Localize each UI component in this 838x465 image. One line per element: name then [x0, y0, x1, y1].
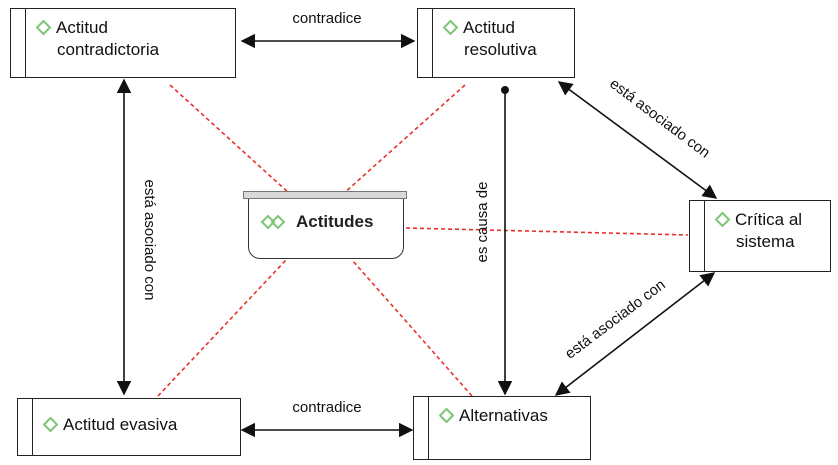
group-link-resolutiva: [342, 84, 466, 195]
node-label: Actitud evasiva: [40, 414, 234, 436]
node-label: Actitud resolutiva: [440, 17, 568, 61]
node-actitud-resolutiva[interactable]: Actitud resolutiva: [417, 8, 575, 78]
node-label-line2: resolutiva: [464, 40, 537, 59]
node-bar: [25, 9, 26, 77]
group-label: Actitudes: [296, 212, 374, 231]
diamond-icon: [443, 20, 458, 35]
node-label-line1: Actitud: [33, 17, 229, 39]
node-label-line1: Actitud: [440, 17, 568, 39]
label-causa: es causa de: [474, 182, 491, 263]
label-asociado-right-upper: está asociado con: [606, 75, 713, 161]
node-label: Crítica al sistema: [712, 209, 824, 253]
node-alternativas[interactable]: Alternativas: [413, 396, 591, 460]
group-link-evasiva: [157, 259, 287, 397]
arrow-asociado-right-upper: [557, 81, 718, 199]
causa-source-dot: [501, 86, 509, 94]
node-bar: [428, 397, 429, 459]
node-critica-al-sistema[interactable]: Crítica al sistema: [689, 200, 831, 272]
label-contradice-bottom: contradice: [292, 399, 361, 416]
node-label-line2: sistema: [736, 232, 795, 251]
label-contradice-top: contradice: [292, 10, 361, 27]
diamond-icon: [439, 408, 454, 423]
node-label: Alternativas: [436, 405, 584, 427]
group-link-contradictoria: [169, 84, 291, 195]
arrow-asociado-right-lower: [554, 272, 716, 396]
group-title: Actitudes: [260, 212, 373, 232]
node-bar: [32, 399, 33, 455]
group-lid: [243, 191, 407, 199]
group-body: [248, 199, 404, 259]
node-label-line2: contradictoria: [57, 40, 160, 59]
node-label-line1: Crítica al: [712, 209, 824, 231]
node-actitud-evasiva[interactable]: Actitud evasiva: [17, 398, 241, 456]
node-label-line1: Actitud evasiva: [40, 414, 234, 436]
group-actitudes[interactable]: Actitudes: [243, 191, 407, 259]
node-actitud-contradictoria[interactable]: Actitud contradictoria: [10, 8, 236, 78]
node-bar: [432, 9, 433, 77]
label-asociado-left: está asociado con: [141, 180, 158, 301]
node-label: Actitud contradictoria: [33, 17, 229, 61]
diamond-icon: [43, 417, 58, 432]
node-label-line1: Alternativas: [436, 405, 584, 427]
double-diamond-icon: [260, 214, 288, 230]
diamond-icon: [715, 212, 730, 227]
node-bar: [704, 201, 705, 271]
group-link-critica: [405, 227, 689, 236]
group-link-alternativas: [351, 259, 473, 397]
diamond-icon: [36, 20, 51, 35]
